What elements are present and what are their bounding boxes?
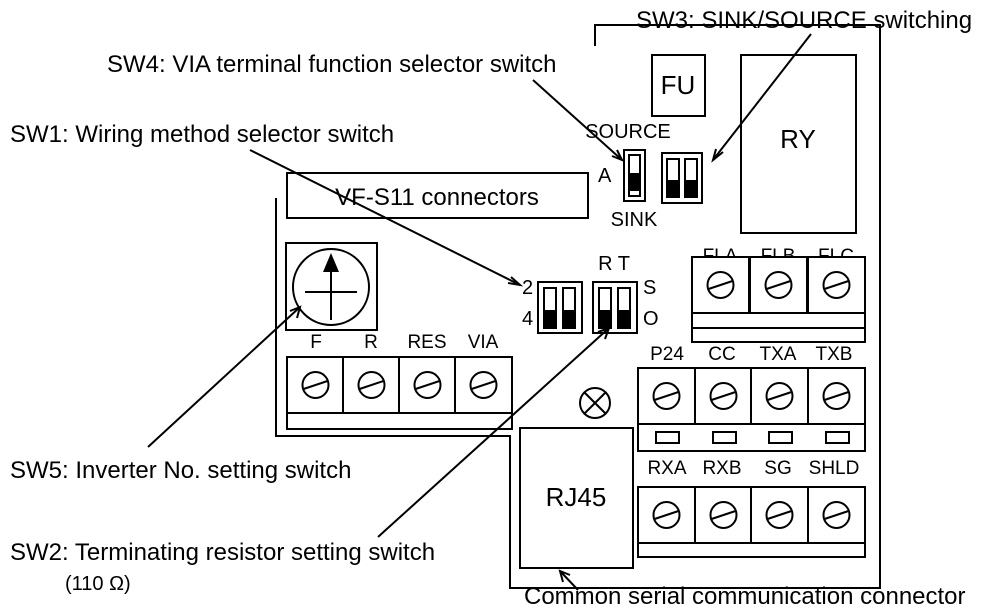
terminal-label-txa: TXA — [760, 344, 797, 365]
rj45-label: RJ45 — [546, 482, 607, 512]
terminal-label-f: F — [310, 332, 322, 353]
sw2-rt-label: R T — [598, 253, 630, 275]
terminal-label-p24: P24 — [650, 344, 684, 365]
sw4-a-label: A — [598, 165, 612, 187]
terminal-label-r: R — [364, 332, 378, 353]
relay-box — [740, 54, 857, 234]
callout-connector: Common serial communication connector — [524, 583, 966, 610]
sw2-s-label: S — [643, 277, 656, 299]
terminal-label-rxb: RXB — [702, 458, 741, 479]
leader-lines — [147, 33, 812, 591]
sw1-label-2: 2 — [522, 277, 533, 299]
terminal-label-sg: SG — [764, 458, 791, 479]
callout-sw2: SW2: Terminating resistor setting switch — [10, 539, 435, 566]
sw1-switch: 2 4 — [522, 277, 583, 334]
terminal-label-txb: TXB — [816, 344, 853, 365]
sw5-rotary-switch — [285, 242, 378, 331]
vf-s11-connector-label: VF-S11 connectors — [335, 184, 539, 211]
rj45-connector — [519, 427, 634, 569]
sw2-o-label: O — [643, 308, 659, 330]
board-outline — [275, 24, 881, 589]
vf-s11-connector — [286, 172, 589, 219]
callout-sw1: SW1: Wiring method selector switch — [10, 121, 394, 148]
sw4-switch: SOURCE A SINK — [585, 121, 671, 231]
callout-sw5: SW5: Inverter No. setting switch — [10, 457, 351, 484]
callout-sw4: SW4: VIA terminal function selector swit… — [107, 51, 557, 78]
indicator-led — [579, 387, 611, 419]
communication-terminal-block-top: P24 CC TXA TXB — [637, 344, 866, 452]
fuse-box — [651, 54, 706, 117]
terminal-label-via: VIA — [468, 332, 499, 353]
relay-label: RY — [780, 124, 816, 154]
sw4-source-label: SOURCE — [585, 121, 671, 143]
terminal-label-shld: SHLD — [809, 458, 860, 479]
communication-terminal-block-bottom: RXA RXB SG SHLD — [637, 458, 866, 558]
callout-sw2-note: (110 Ω) — [65, 573, 131, 595]
sw3-switch — [661, 152, 703, 204]
callout-sw3: SW3: SINK/SOURCE switching — [636, 7, 972, 34]
relay-terminal-block: FLA FLB FLC — [691, 246, 866, 343]
terminal-label-cc: CC — [708, 344, 735, 365]
sw4-sink-label: SINK — [611, 209, 658, 231]
fuse-label: FU — [661, 70, 696, 100]
sw2-switch: R T S O — [592, 253, 659, 334]
sw1-label-4: 4 — [522, 308, 533, 330]
terminal-label-res: RES — [407, 332, 446, 353]
input-terminal-block: F R RES VIA — [286, 332, 513, 430]
terminal-label-rxa: RXA — [647, 458, 686, 479]
